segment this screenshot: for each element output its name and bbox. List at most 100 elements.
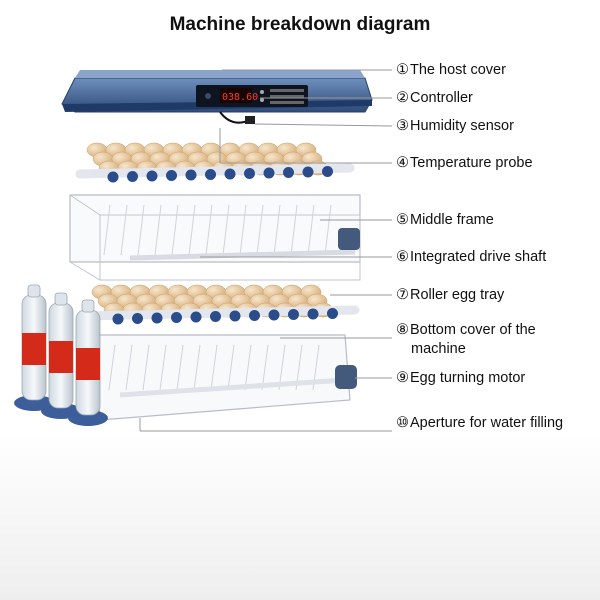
roller-cap (327, 308, 338, 319)
roller-cap (112, 313, 124, 325)
slat (125, 344, 133, 391)
label-egg-turning-motor: ⑨Egg turning motor (396, 369, 525, 388)
bottle-base (68, 410, 108, 426)
roller-cap (268, 309, 280, 321)
label-text: Middle frame (410, 212, 494, 228)
slat (261, 344, 269, 391)
bottle-cap (27, 284, 41, 298)
label-bottom-cover: ⑧Bottom cover of the machine (396, 321, 536, 359)
roller-cap (146, 170, 158, 182)
bottle-label (49, 341, 73, 373)
label-text: Controller (410, 90, 473, 106)
slat (137, 204, 145, 256)
slat (210, 344, 218, 391)
roller-cap (151, 312, 163, 324)
roller-cap (249, 310, 260, 321)
slat (103, 204, 111, 256)
label-drive-shaft: ⑥Integrated drive shaft (396, 248, 546, 267)
bottom-cover (94, 334, 357, 421)
slat (108, 344, 116, 391)
water-bottle (68, 299, 108, 426)
label-middle-frame: ⑤Middle frame (396, 211, 494, 230)
label-text: The host cover (410, 62, 506, 78)
frame-slats (103, 204, 332, 256)
slat (159, 344, 167, 391)
slat (244, 344, 252, 391)
water-bottle (14, 284, 54, 411)
diagram-title: Machine breakdown diagram (169, 14, 431, 35)
roller-cap (288, 309, 299, 320)
label-controller: ②Controller (396, 89, 473, 108)
slat (290, 204, 298, 256)
humidity-sensor (219, 111, 255, 124)
bottle-label (76, 348, 100, 380)
bottle-cap (81, 299, 95, 313)
label-number: ⑨ (396, 370, 409, 386)
label-text: Egg turning motor (410, 370, 526, 386)
slat (193, 344, 201, 391)
slat (256, 204, 264, 256)
slat (222, 204, 230, 256)
slat (154, 204, 162, 256)
roller-cap (210, 311, 221, 322)
slat (227, 344, 235, 391)
slat (205, 204, 213, 256)
label-text-line2: machine (411, 341, 466, 357)
label-number: ⑥ (396, 249, 409, 265)
slat (239, 204, 247, 256)
slat (324, 204, 332, 256)
slat (273, 204, 281, 256)
roller-cap (205, 169, 216, 180)
label-number: ④ (396, 155, 409, 171)
lower-egg-rows (80, 284, 360, 325)
slat (142, 344, 150, 391)
water-bottles (14, 284, 108, 426)
roller-cap (244, 168, 255, 179)
label-text: Temperature probe (410, 155, 533, 171)
slat (188, 204, 196, 256)
middle-frame (69, 194, 361, 281)
roller-cap (307, 308, 319, 320)
label-text: Integrated drive shaft (410, 249, 547, 265)
controller-display: 038.60 (222, 92, 258, 103)
roller-cap (127, 171, 138, 182)
roller-cap (302, 166, 314, 178)
slat (176, 344, 184, 391)
label-temperature-probe: ④Temperature probe (396, 154, 533, 173)
label-text: Bottom cover of the (410, 322, 536, 338)
label-number: ② (396, 90, 409, 106)
roller-cap (107, 171, 119, 183)
label-humidity-sensor: ③Humidity sensor (396, 117, 514, 136)
label-number: ⑧ (396, 322, 409, 338)
label-host-cover: ①The host cover (396, 61, 506, 80)
roller-cap (132, 313, 143, 324)
label-number: ① (396, 62, 409, 78)
roller-cap (166, 170, 177, 181)
label-water-aperture: ⑩Aperture for water filling (396, 414, 563, 433)
roller-cap (283, 167, 294, 178)
roller-cap (229, 310, 241, 322)
upper-egg-rows (75, 142, 355, 183)
label-roller-egg-tray: ⑦Roller egg tray (396, 286, 504, 305)
bottle-cap (54, 292, 68, 306)
bottle-label (22, 333, 46, 365)
label-text: Aperture for water filling (410, 415, 564, 431)
slat (120, 204, 128, 256)
leader-lines (139, 69, 393, 432)
label-text: Humidity sensor (410, 118, 514, 134)
roller-cap (190, 311, 202, 323)
roller-cap (171, 312, 182, 323)
label-number: ③ (396, 118, 409, 134)
label-text: Roller egg tray (410, 287, 505, 303)
roller-cap (263, 167, 275, 179)
slat (307, 204, 315, 256)
roller-cap (185, 169, 197, 181)
slat (171, 204, 179, 256)
roller-cap (322, 166, 333, 177)
label-number: ⑦ (396, 287, 409, 303)
roller-cap (224, 168, 236, 180)
label-number: ⑩ (396, 415, 409, 431)
controller-panel: 038.60 (196, 85, 308, 107)
label-number: ⑤ (396, 212, 409, 228)
